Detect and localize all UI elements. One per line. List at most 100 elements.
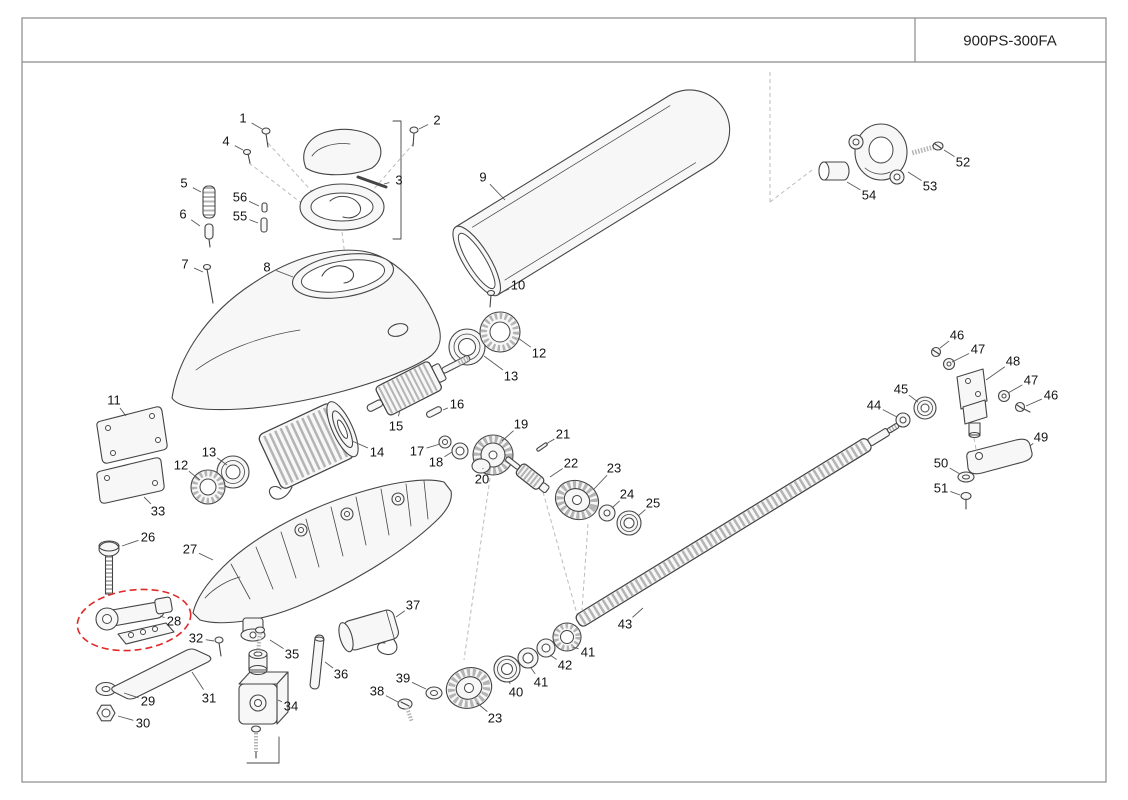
leader-line — [123, 692, 139, 699]
release-lever-28 — [95, 596, 175, 645]
leader-line — [907, 171, 922, 182]
part-number-22: 22 — [564, 456, 578, 471]
leader-line — [351, 440, 369, 449]
part-number-28: 28 — [167, 614, 181, 629]
spacer-42 — [536, 638, 556, 658]
leader-line — [193, 267, 204, 273]
leader-line — [190, 219, 201, 227]
leader-line — [508, 681, 511, 685]
leader-line — [632, 607, 644, 618]
leader-line — [882, 409, 898, 418]
washer-44 — [895, 412, 911, 428]
part-number-44: 44 — [867, 398, 881, 413]
part-number-41: 41 — [581, 645, 595, 660]
leader-line — [483, 355, 504, 371]
part-number-27: 27 — [183, 542, 197, 557]
screw-4 — [242, 148, 252, 164]
bearing-13-upper — [448, 328, 486, 366]
part-number-21: 21 — [556, 427, 570, 442]
capacitor-37 — [338, 609, 400, 653]
screw-38 — [397, 698, 414, 723]
screw-1 — [261, 127, 271, 148]
leader-line — [426, 443, 441, 449]
part-number-47: 47 — [1024, 373, 1038, 388]
rotor-15 — [366, 354, 471, 416]
motor-wires — [268, 485, 293, 500]
plate-49 — [966, 438, 1033, 475]
drawing-number: 900PS-300FA — [963, 33, 1056, 50]
title-block: 900PS-300FA — [21, 17, 1107, 783]
bushing-54 — [818, 161, 850, 181]
key-16 — [425, 406, 443, 418]
part-number-4: 4 — [222, 134, 229, 149]
leader-line — [951, 353, 970, 363]
leader-line — [191, 671, 204, 690]
screw-32 — [214, 636, 224, 657]
leader-line — [397, 409, 401, 417]
part-number-13: 13 — [202, 445, 216, 460]
leader-line — [846, 181, 861, 191]
washer-47-left — [942, 357, 956, 371]
leader-line — [249, 219, 259, 224]
leader-line — [385, 695, 399, 703]
leader-line — [1025, 398, 1043, 407]
part-number-18: 18 — [429, 455, 443, 470]
part-number-7: 7 — [181, 257, 188, 272]
part-number-47: 47 — [971, 342, 985, 357]
leader-line — [119, 407, 127, 417]
bearing-25 — [616, 510, 642, 536]
washer-39 — [425, 686, 443, 700]
end-cap-53 — [848, 123, 908, 185]
bearing-12-lower — [190, 469, 226, 505]
part-number-24: 24 — [620, 487, 634, 502]
part-number-1: 1 — [239, 111, 246, 126]
screw-46-right — [1014, 401, 1031, 413]
leader-line — [943, 149, 955, 158]
washer-17 — [438, 435, 452, 449]
part-number-43: 43 — [618, 617, 632, 632]
rod-7 — [202, 263, 214, 304]
leader-line — [442, 407, 448, 411]
part-number-10: 10 — [511, 278, 525, 293]
bearing-40 — [493, 655, 521, 683]
lower-housing — [192, 479, 452, 642]
leader-line — [1007, 384, 1023, 394]
part-number-6: 6 — [179, 207, 186, 222]
leader-line — [188, 470, 201, 481]
group-bracket — [392, 120, 402, 240]
part-number-25: 25 — [646, 496, 660, 511]
bearing-41-upper — [552, 622, 582, 652]
bracket-48 — [956, 368, 988, 439]
leader-line — [637, 509, 646, 517]
bushing-41-lower — [517, 647, 539, 669]
gear-19 — [471, 434, 514, 476]
pin-6 — [204, 223, 214, 248]
leader-line — [572, 646, 579, 650]
pin-3 — [356, 175, 388, 189]
part-number-34: 34 — [284, 699, 298, 714]
part-number-53: 53 — [923, 179, 937, 194]
leader-line — [277, 699, 283, 703]
motor-stator-14 — [258, 401, 359, 489]
part-number-16: 16 — [450, 397, 464, 412]
part-number-48: 48 — [1006, 354, 1020, 369]
bracket-34 — [238, 648, 289, 764]
part-number-2: 2 — [433, 113, 440, 128]
leader-line — [549, 468, 563, 478]
leader-line — [476, 702, 488, 712]
part-number-42: 42 — [558, 658, 572, 673]
bushing-45 — [913, 396, 937, 420]
leader-line — [324, 661, 334, 669]
part-number-17: 17 — [410, 444, 424, 459]
leader-line — [611, 500, 620, 509]
part-number-29: 29 — [141, 694, 155, 709]
worm-gear-22 — [505, 456, 550, 494]
leader-line — [216, 457, 228, 466]
part-number-39: 39 — [396, 671, 410, 686]
leader-line — [593, 474, 608, 490]
border-frame — [21, 17, 1107, 783]
leader-line — [411, 681, 427, 690]
part-number-14: 14 — [370, 445, 384, 460]
pin-55 — [260, 217, 268, 233]
